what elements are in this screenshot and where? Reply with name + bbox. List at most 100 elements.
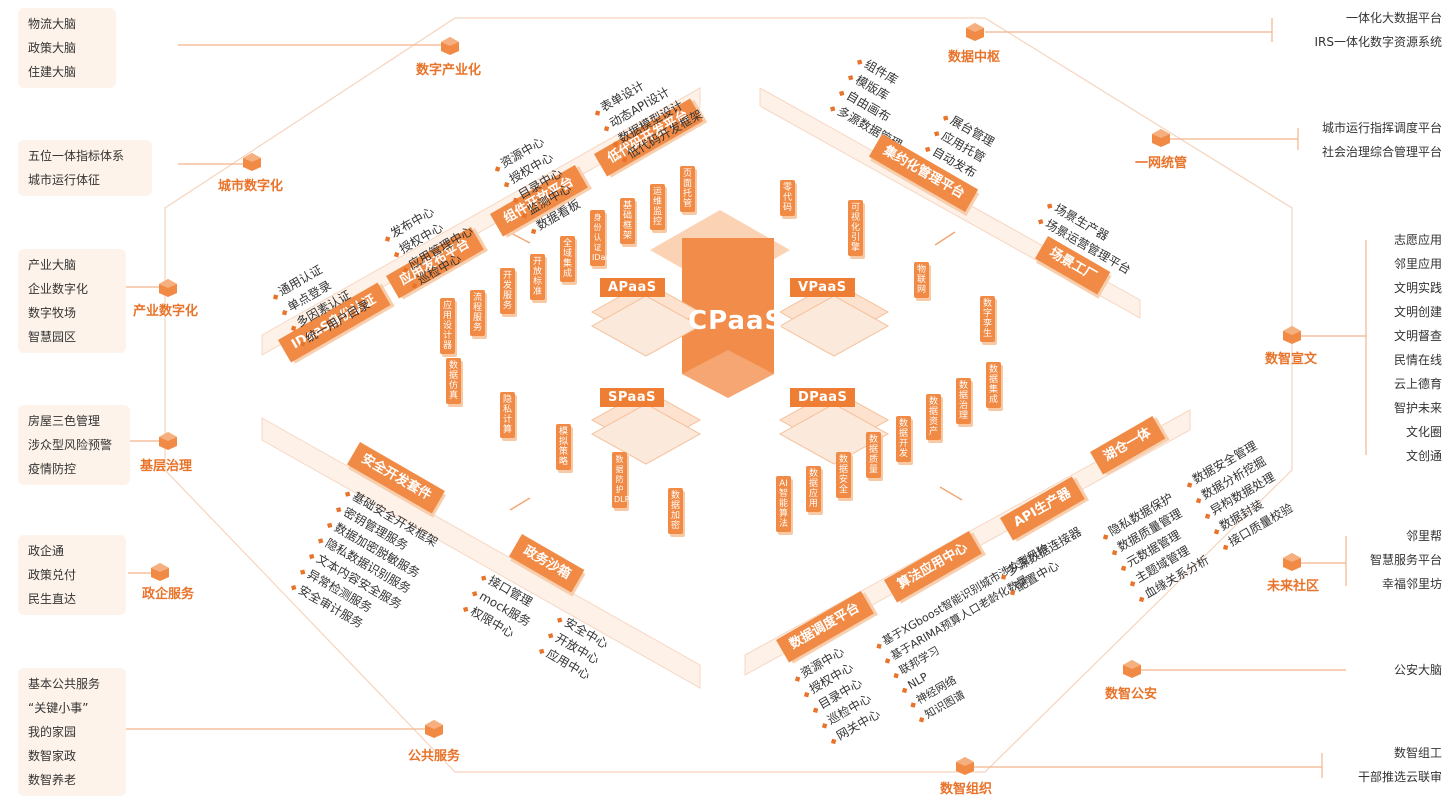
box-item: 疫情防控 bbox=[28, 462, 77, 476]
pill-dpaas: 数据安全 bbox=[836, 452, 851, 498]
pill-dpaas: 数据资产 bbox=[926, 394, 941, 440]
category-industrial-digitalization: 产业数字化 bbox=[133, 304, 199, 319]
box-item: 政企通 bbox=[28, 544, 65, 558]
list-item: 一体化大数据平台 bbox=[1345, 11, 1442, 25]
pill-dpaas: 数据开发 bbox=[896, 416, 911, 462]
box-urban-digitalization: 五位一体指标体系 城市运行体征 bbox=[18, 140, 152, 196]
cube-icon bbox=[1283, 553, 1301, 571]
cube-icon bbox=[243, 153, 261, 171]
box-item: 房屋三色管理 bbox=[28, 414, 101, 428]
box-item: 住建大脑 bbox=[28, 65, 77, 79]
pill-apaas: 流程服务 bbox=[470, 290, 485, 336]
cube-icon bbox=[425, 720, 443, 738]
category-unified-management: 一网统管 bbox=[1135, 156, 1188, 171]
pill-spaas: 数据仿真 bbox=[446, 358, 461, 404]
list-digital-public-security: 公安大脑 bbox=[1350, 658, 1442, 682]
box-item: 数智家政 bbox=[28, 749, 77, 763]
list-item: 文创通 bbox=[1405, 449, 1442, 463]
pill-dpaas: 数据治理 bbox=[956, 378, 971, 424]
cube-icon bbox=[966, 23, 984, 41]
list-data-hub: 一体化大数据平台 IRS一体化数字资源系统 bbox=[1282, 6, 1443, 54]
list-item: 智慧服务平台 bbox=[1369, 553, 1442, 567]
cpaas-label: CPaaS bbox=[688, 306, 785, 336]
box-public-service: 基本公共服务 “关键小事” 我的家园 数智家政 数智养老 bbox=[18, 668, 126, 796]
box-item: 政策兑付 bbox=[28, 568, 77, 582]
pill-apaas: 全域集成 bbox=[560, 236, 575, 282]
box-item: 智慧园区 bbox=[28, 330, 77, 344]
category-gov-enterprise-service: 政企服务 bbox=[142, 587, 195, 602]
pill-apaas: 页面托管 bbox=[680, 166, 695, 212]
cube-icon bbox=[956, 757, 974, 775]
pill-spaas: 模拟策略 bbox=[556, 424, 571, 470]
box-item: 我的家园 bbox=[28, 725, 77, 739]
box-item: 产业大脑 bbox=[28, 258, 77, 272]
list-item: 幸福邻里坊 bbox=[1381, 577, 1442, 591]
category-public-service: 公共服务 bbox=[408, 749, 461, 764]
list-digital-organization: 数智组工 干部推选云联审 bbox=[1326, 741, 1442, 789]
pill-dpaas: 数据质量 bbox=[866, 432, 881, 478]
list-item: 文化圈 bbox=[1405, 425, 1442, 439]
box-industrial-digitalization: 产业大脑 企业数字化 数字牧场 智慧园区 bbox=[18, 249, 126, 353]
list-item: IRS一体化数字资源系统 bbox=[1314, 35, 1443, 49]
pill-apaas: 身份认证IDaaS bbox=[590, 210, 615, 266]
box-grassroots-governance: 房屋三色管理 涉众型风险预警 疫情防控 bbox=[18, 405, 130, 485]
apaas-label: APaaS bbox=[600, 278, 665, 297]
box-item: 五位一体指标体系 bbox=[28, 149, 125, 163]
cube-icon bbox=[1283, 326, 1301, 344]
list-item: 干部推选云联审 bbox=[1357, 770, 1442, 784]
box-gov-enterprise-service: 政企通 政策兑付 民生直达 bbox=[18, 535, 126, 615]
list-item: 民情在线 bbox=[1393, 353, 1442, 367]
pill-spaas: 数据加密 bbox=[668, 488, 683, 534]
category-digital-organization: 数智组织 bbox=[940, 782, 993, 797]
cube-icon bbox=[151, 563, 169, 581]
pill-vpaas: 零代码 bbox=[780, 180, 795, 216]
list-item: 公安大脑 bbox=[1393, 663, 1442, 677]
pill-apaas: 基础框架 bbox=[620, 198, 635, 244]
cube-icon bbox=[159, 432, 177, 450]
box-digital-industrialization: 物流大脑 政策大脑 住建大脑 bbox=[18, 8, 116, 88]
list-item: 志愿应用 bbox=[1393, 233, 1442, 247]
cube-icon bbox=[441, 37, 459, 55]
pill-dpaas: 数据应用 bbox=[806, 466, 821, 512]
box-item: 数智养老 bbox=[28, 773, 77, 787]
box-item: “关键小事” bbox=[28, 701, 89, 715]
pill-vpaas: 可视化引擎 bbox=[848, 200, 863, 256]
box-item: 物流大脑 bbox=[28, 17, 77, 31]
cube-icon bbox=[1152, 129, 1170, 147]
list-item: 智护未来 bbox=[1393, 401, 1442, 415]
box-item: 企业数字化 bbox=[28, 282, 89, 296]
category-digital-culture: 数智宣文 bbox=[1265, 352, 1318, 367]
spaas-label: SPaaS bbox=[600, 388, 664, 407]
list-item: 邻里帮 bbox=[1405, 529, 1442, 543]
dpaas-label: DPaaS bbox=[790, 388, 856, 407]
list-item: 数智组工 bbox=[1393, 746, 1442, 760]
box-item: 数字牧场 bbox=[28, 306, 77, 320]
box-item: 涉众型风险预警 bbox=[28, 438, 113, 452]
box-item: 城市运行体征 bbox=[28, 173, 101, 187]
pill-dpaas: AI智能算法 bbox=[776, 476, 791, 532]
category-data-hub: 数据中枢 bbox=[948, 50, 1001, 65]
box-item: 基本公共服务 bbox=[28, 677, 101, 691]
list-item: 社会治理综合管理平台 bbox=[1321, 145, 1442, 159]
category-digital-public-security: 数智公安 bbox=[1105, 687, 1158, 702]
list-item: 文明督查 bbox=[1393, 329, 1442, 343]
category-urban-digitalization: 城市数字化 bbox=[218, 179, 284, 194]
cube-icon bbox=[159, 279, 177, 297]
pill-apaas: 开发服务 bbox=[500, 268, 515, 314]
list-item: 云上德育 bbox=[1393, 377, 1442, 391]
pill-spaas: 数据防护DLP bbox=[612, 452, 629, 508]
list-item: 文明创建 bbox=[1393, 305, 1442, 319]
pill-apaas: 开放标准 bbox=[530, 254, 545, 300]
cube-icon bbox=[1123, 660, 1141, 678]
pill-apaas: 应用设计器 bbox=[440, 298, 455, 354]
list-digital-culture: 志愿应用 邻里应用 文明实践 文明创建 文明督查 民情在线 云上德育 智护未来 … bbox=[1370, 228, 1442, 468]
list-unified-management: 城市运行指挥调度平台 社会治理综合管理平台 bbox=[1300, 116, 1442, 164]
list-item: 邻里应用 bbox=[1393, 257, 1442, 271]
pill-vpaas: 数字孪生 bbox=[980, 296, 995, 342]
pill-apaas: 运维监控 bbox=[650, 184, 665, 230]
category-future-community: 未来社区 bbox=[1267, 579, 1320, 594]
list-future-community: 邻里帮 智慧服务平台 幸福邻里坊 bbox=[1350, 524, 1442, 596]
vpaas-label: VPaaS bbox=[790, 278, 855, 297]
category-digital-industrialization: 数字产业化 bbox=[416, 63, 482, 78]
